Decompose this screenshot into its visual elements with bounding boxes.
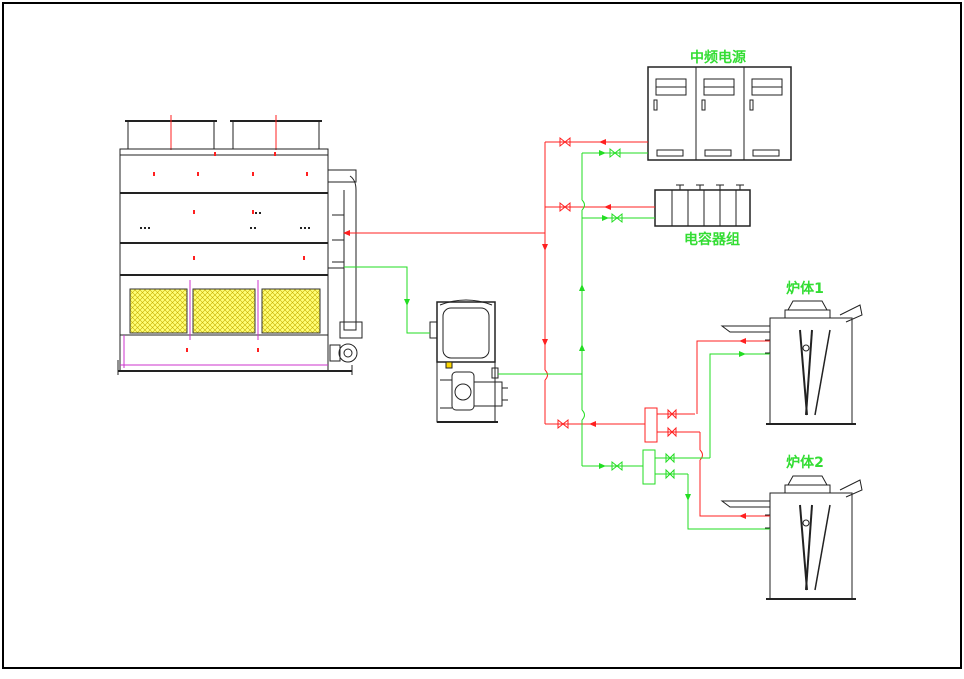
cooling-tower [117, 115, 363, 375]
label-capacitor-bank: 电容器组 [684, 231, 740, 248]
tower-body [119, 148, 329, 372]
valve-hot-power [559, 136, 571, 148]
valve-hot-furnace [557, 418, 569, 430]
valve-cold-power [609, 147, 621, 159]
pump-tank-unit [429, 299, 508, 423]
label-furnace-1: 炉体1 [786, 280, 824, 297]
valve-cold-capacitor [611, 212, 623, 224]
valve-hot-capacitor [559, 201, 571, 213]
fill-media-1 [129, 288, 188, 334]
valve-cold-furnace [611, 460, 623, 472]
fill-media-2 [192, 288, 256, 334]
label-furnace-2: 炉体2 [786, 454, 824, 471]
water-tank [436, 301, 496, 363]
valve-cold-manifold [665, 452, 675, 480]
valve-hot-manifold [667, 408, 677, 438]
drawing-frame [2, 2, 962, 669]
hot-return-piping [343, 139, 770, 519]
capacitor-bank [654, 184, 751, 227]
fill-media-3 [261, 288, 321, 334]
label-power-supply: 中频电源 [690, 49, 746, 66]
power-supply-cabinets [647, 66, 792, 161]
valves [557, 136, 677, 480]
furnace-2 [720, 475, 863, 600]
furnace-1 [720, 300, 863, 425]
